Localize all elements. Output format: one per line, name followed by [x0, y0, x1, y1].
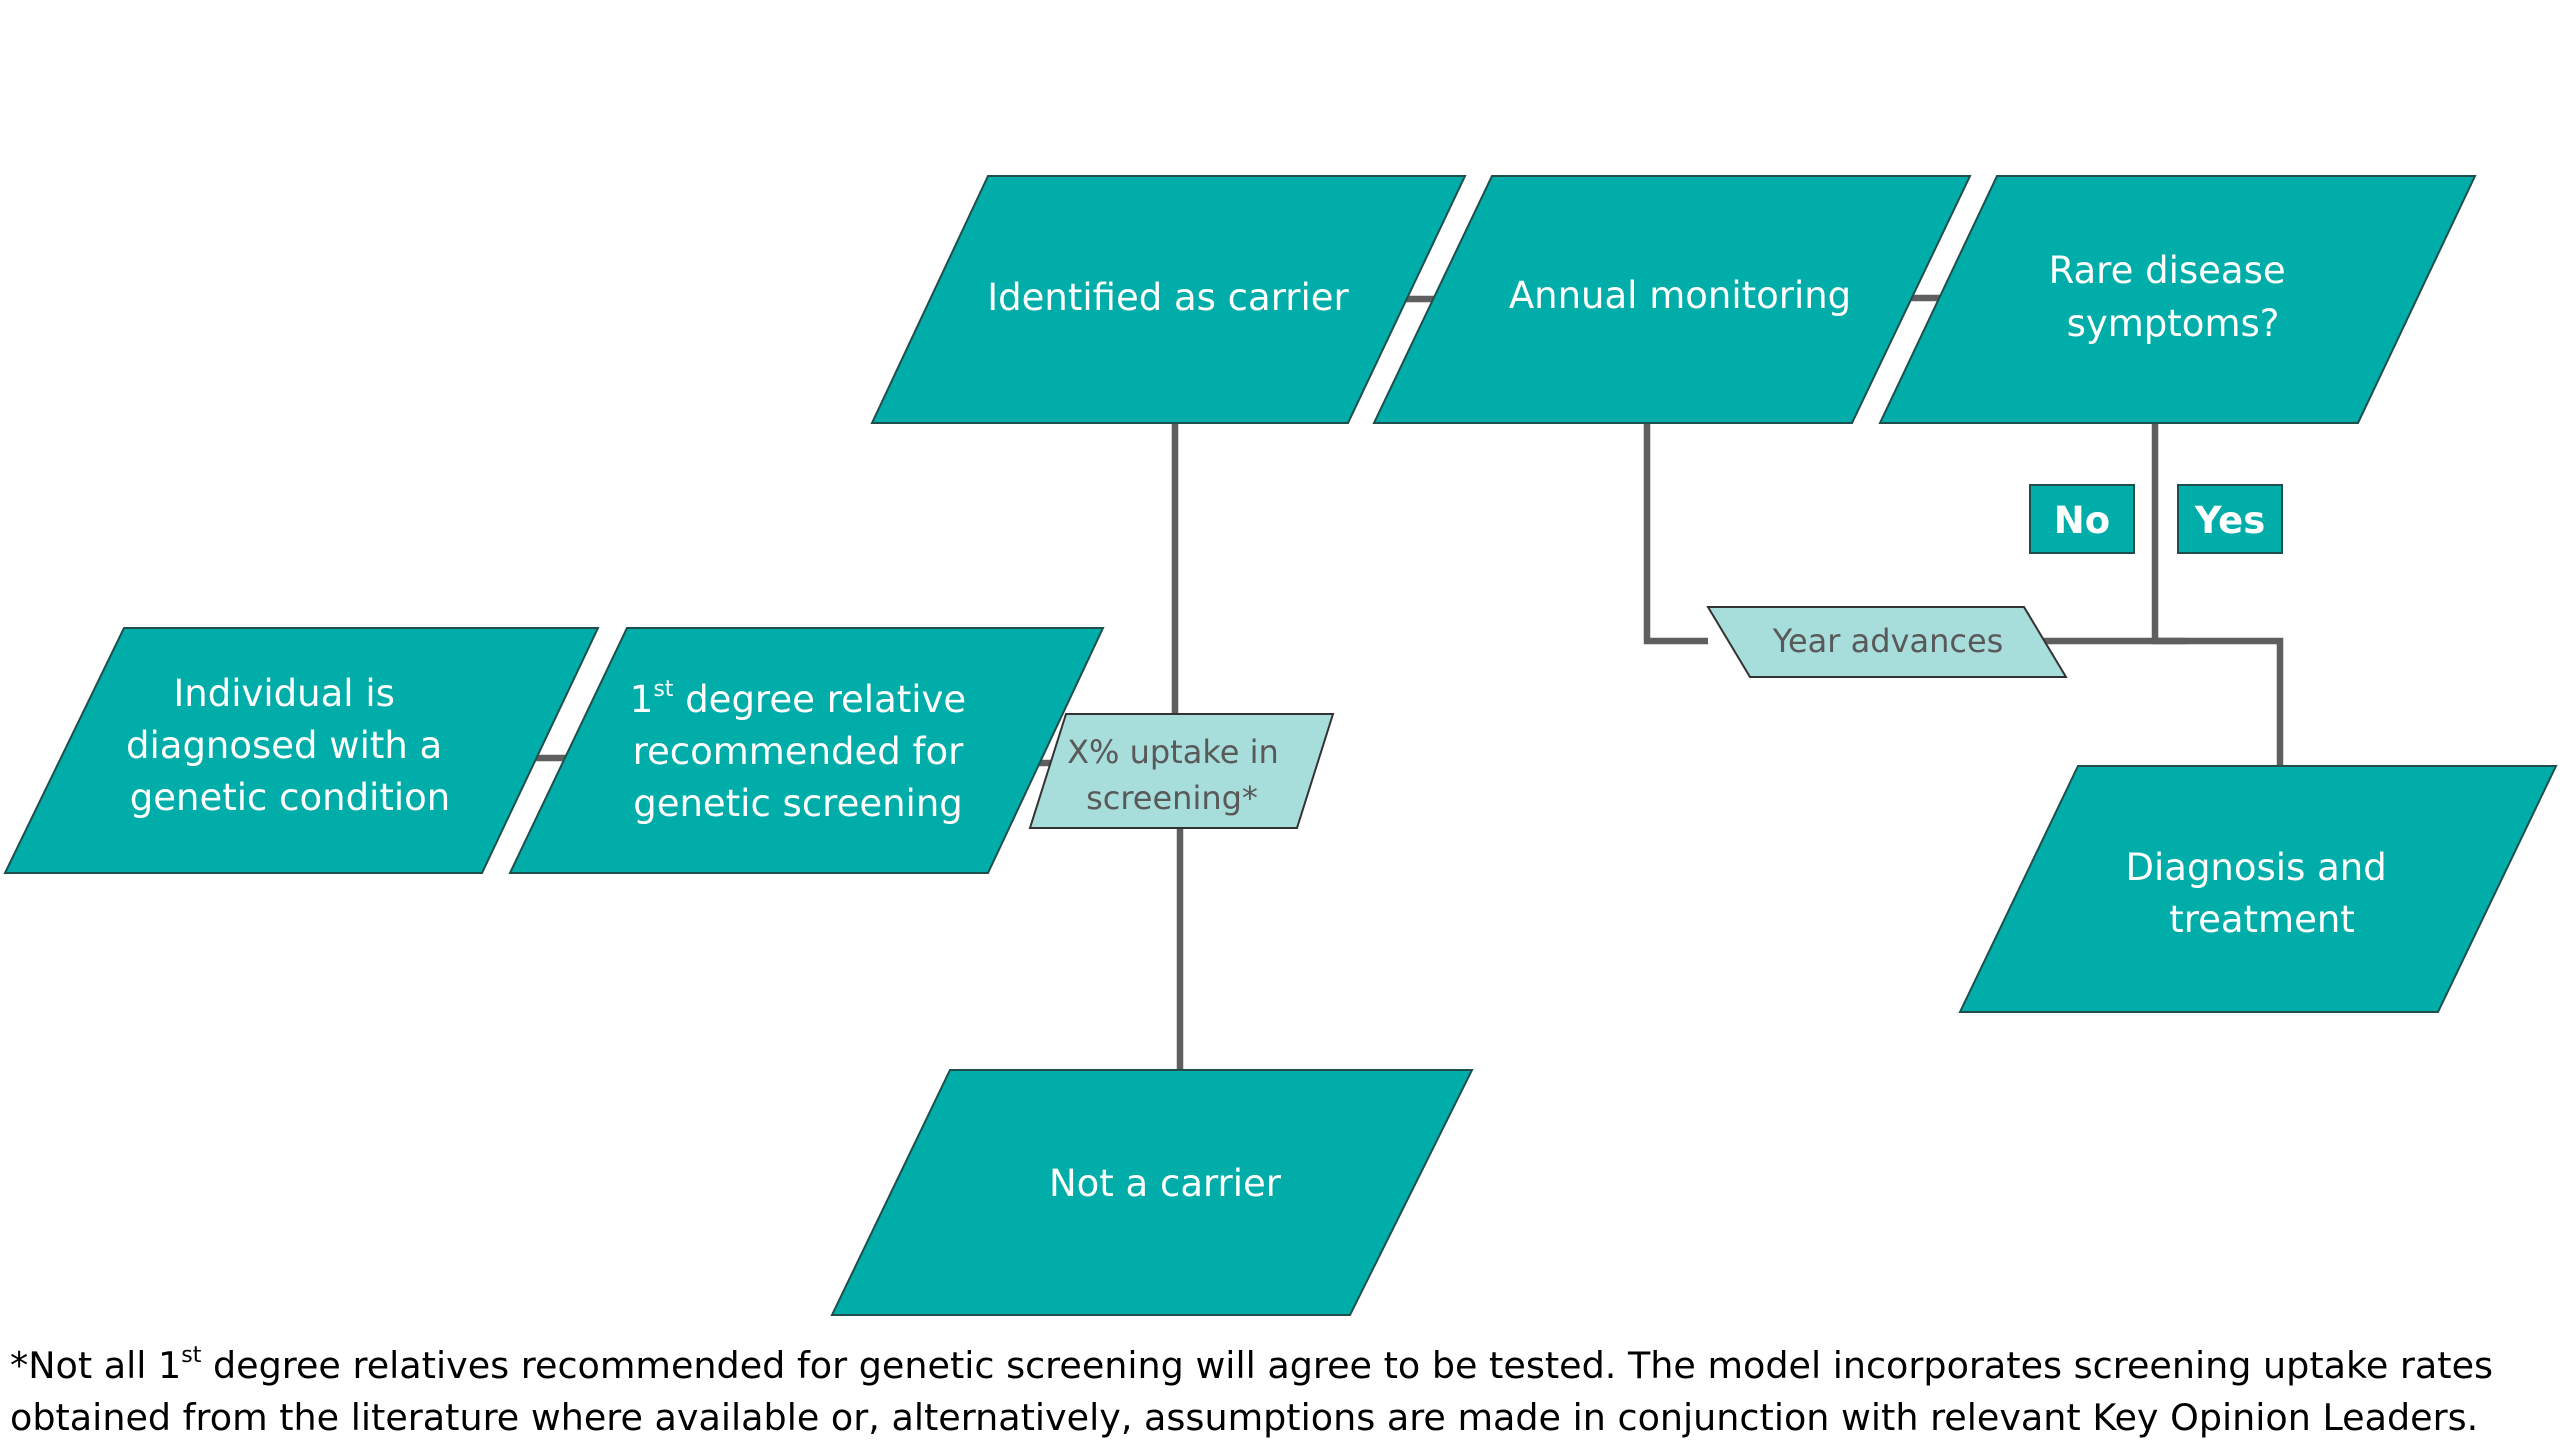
decision-uptake-shape — [1028, 713, 1335, 829]
svg-text:Individual is diagnosed: Individual is diagnosed with a genetic c… — [126, 672, 454, 819]
decision-uptake-line-1: X% uptake in — [1067, 733, 1279, 771]
node-relative-number: 1 — [630, 678, 654, 721]
node-symptoms: Rare disease symptoms? — [1878, 175, 2477, 424]
footnote-prefix: *Not all 1 — [10, 1344, 182, 1387]
node-relative-sup: st — [653, 677, 673, 702]
tag-no-box — [2029, 484, 2135, 554]
decision-year-shape — [1706, 606, 2068, 678]
decision-year-advances: Year advances — [1706, 606, 2068, 678]
decision-uptake: X% uptake in screening* — [1028, 713, 1335, 829]
node-relative-shape — [508, 627, 1105, 874]
tag-no: No — [2029, 484, 2135, 554]
footnote-line-1-rest: degree relatives recommended for genetic… — [201, 1344, 2494, 1387]
node-diagnosed-line-3: genetic condition — [130, 776, 450, 819]
node-symptoms-line-1: Rare disease — [2049, 249, 2286, 292]
node-relative-line-3: genetic screening — [633, 782, 963, 825]
decision-year-label: Year advances — [1772, 622, 2004, 660]
node-diagnosed: Individual is diagnosed with a genetic c… — [3, 627, 600, 874]
node-relative-rest: degree relative — [673, 678, 966, 721]
node-not-carrier-label: Not a carrier — [1049, 1162, 1282, 1205]
decision-uptake-line-2: screening* — [1086, 779, 1258, 817]
node-relative-line-2: recommended for — [633, 730, 965, 773]
footnote: *Not all 1st degree relatives recommende… — [10, 1340, 2550, 1444]
node-carrier: Identified as carrier — [870, 175, 1467, 424]
node-relative: 1st degree relative recommended for gene… — [508, 627, 1105, 874]
tag-yes: Yes — [2177, 484, 2283, 554]
footnote-sup: st — [181, 1343, 202, 1368]
node-diagnosed-line-2: diagnosed with a — [126, 724, 442, 767]
node-diagnosed-line-1: Individual is — [173, 672, 395, 715]
tag-no-label: No — [2054, 499, 2110, 542]
node-diagnosis: Diagnosis and treatment — [1958, 765, 2558, 1013]
connector-to-diagnosis — [2152, 637, 2284, 790]
node-monitoring-label: Annual monitoring — [1509, 274, 1851, 317]
node-monitoring: Annual monitoring — [1372, 175, 1972, 424]
node-symptoms-line-2: symptoms? — [2067, 302, 2280, 345]
node-monitoring-shape — [1372, 175, 1972, 424]
node-carrier-shape — [870, 175, 1467, 424]
node-not-carrier: Not a carrier — [830, 1069, 1474, 1316]
node-not-carrier-shape — [830, 1069, 1474, 1316]
tag-yes-label: Yes — [2194, 499, 2266, 542]
node-diagnosis-line-2: treatment — [2169, 898, 2355, 941]
node-symptoms-shape — [1878, 175, 2477, 424]
svg-text:Rare disease symptoms?: Rare disease symptoms? — [2049, 249, 2298, 345]
node-diagnosis-shape — [1958, 765, 2558, 1013]
connector-year-to-monitoring — [1643, 385, 1708, 645]
svg-text:X% uptake in screening*: X% uptake in screening* — [1067, 733, 1289, 817]
node-diagnosis-line-1: Diagnosis and — [2126, 846, 2387, 889]
tag-yes-box — [2177, 484, 2283, 554]
footnote-line-2: obtained from the literature where avail… — [10, 1396, 2479, 1439]
node-carrier-label: Identified as carrier — [987, 276, 1349, 319]
node-diagnosed-shape — [3, 627, 600, 874]
svg-text:Diagnosis and treatment: Diagnosis and treatment — [2126, 846, 2399, 941]
node-relative-line-1: 1st degree relative — [630, 677, 966, 721]
footnote-line-1: *Not all 1st degree relatives recommende… — [10, 1340, 2550, 1392]
